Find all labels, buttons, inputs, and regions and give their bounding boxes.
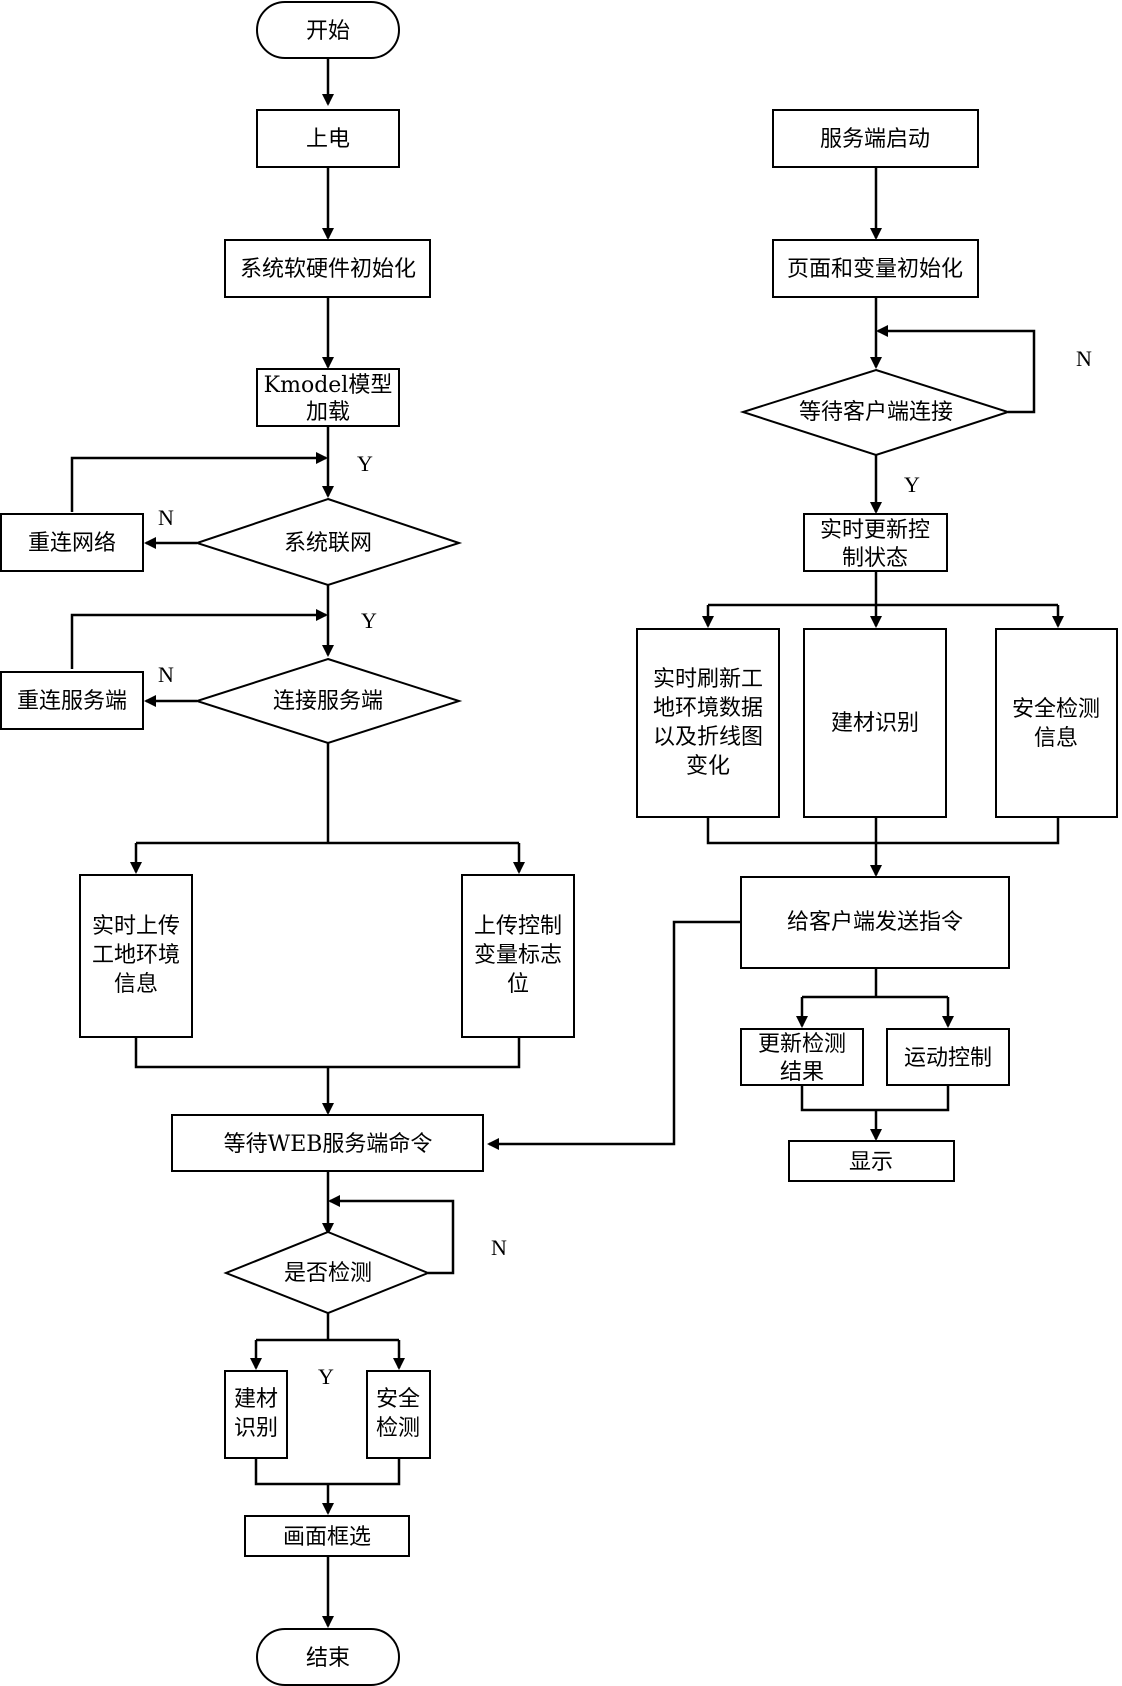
node-server-start: 服务端启动 — [772, 109, 979, 168]
node-refresh-env-data-line1: 实时刷新工 — [653, 667, 763, 692]
node-page-var-init-label: 页面和变量初始化 — [787, 257, 963, 282]
node-page-var-init: 页面和变量初始化 — [772, 239, 979, 298]
node-send-command-label: 给客户端发送指令 — [787, 910, 963, 935]
node-init-hw-sw: 系统软硬件初始化 — [224, 239, 431, 298]
node-wait-web-command-label: 等待WEB服务端命令 — [224, 1132, 433, 1157]
node-upload-control-flags-line1: 上传控制 — [474, 914, 562, 939]
node-reconnect-network: 重连网络 — [0, 513, 144, 572]
right-connectors — [487, 168, 1064, 1150]
node-upload-env-info-line3: 信息 — [114, 972, 158, 997]
merge-bar-2 — [254, 1459, 401, 1486]
node-update-detection: 更新检测 结果 — [740, 1028, 864, 1086]
node-wait-web-command: 等待WEB服务端命令 — [171, 1114, 484, 1172]
node-safety-info-line1: 安全检测 — [1012, 697, 1100, 722]
merge-bar-1 — [134, 1038, 521, 1069]
node-connect-server: 连接服务端 — [193, 657, 463, 745]
node-reconnect-server-label: 重连服务端 — [17, 689, 127, 714]
label-server-no: N — [158, 662, 174, 687]
node-safety-detection-left-line1: 安全 — [376, 1387, 420, 1412]
node-upload-control-flags: 上传控制 变量标志 位 — [461, 874, 575, 1038]
node-refresh-env-data: 实时刷新工 地环境数据 以及折线图 变化 — [636, 628, 780, 818]
node-detect-check-label: 是否检测 — [284, 1261, 372, 1286]
node-update-detection-line1: 更新检测 — [758, 1032, 846, 1057]
node-material-recognition-left-line1: 建材 — [234, 1387, 278, 1412]
node-wait-client: 等待客户端连接 — [739, 368, 1012, 457]
node-upload-control-flags-line2: 变量标志 — [474, 943, 562, 968]
edge-send-to-wait-web — [487, 920, 741, 1150]
node-end: 结束 — [256, 1628, 400, 1686]
node-display-label: 显示 — [849, 1150, 893, 1175]
node-motion-control: 运动控制 — [886, 1028, 1010, 1086]
node-motion-control-label: 运动控制 — [904, 1046, 992, 1071]
node-material-recognition-left: 建材 识别 — [224, 1370, 288, 1459]
node-material-recognition-right-label: 建材识别 — [831, 711, 919, 736]
edge-reconnect-loop — [70, 452, 328, 512]
node-display: 显示 — [788, 1140, 955, 1182]
node-upload-control-flags-line3: 位 — [507, 972, 529, 997]
label-network-yes: Y — [361, 608, 377, 633]
node-power-on: 上电 — [256, 109, 400, 168]
node-update-detection-line2: 结果 — [780, 1060, 824, 1085]
label-detect-no: N — [491, 1235, 507, 1260]
merge-bar-3 — [706, 818, 1060, 845]
node-frame-selection: 画面框选 — [244, 1515, 410, 1557]
node-connect-server-label: 连接服务端 — [273, 689, 383, 714]
node-update-control-status-line2: 制状态 — [842, 546, 908, 571]
node-power-on-label: 上电 — [306, 127, 350, 152]
node-load-model: Kmodel模型 加载 — [256, 368, 400, 427]
node-detect-check: 是否检测 — [223, 1230, 431, 1315]
node-start-label: 开始 — [306, 19, 350, 44]
node-reconnect-network-label: 重连网络 — [28, 531, 116, 556]
node-load-model-line1: Kmodel模型 — [264, 373, 393, 398]
node-upload-env-info-line1: 实时上传 — [92, 914, 180, 939]
node-upload-env-info: 实时上传 工地环境 信息 — [79, 874, 193, 1038]
label-wait-client-no: N — [1076, 346, 1092, 371]
label-detect-yes: Y — [318, 1364, 334, 1389]
node-refresh-env-data-line4: 变化 — [686, 754, 730, 779]
left-connectors — [70, 57, 525, 1628]
node-safety-info: 安全检测 信息 — [995, 628, 1118, 818]
node-server-start-label: 服务端启动 — [820, 127, 930, 152]
merge-bar-4 — [800, 1085, 950, 1112]
branch-labels: Y N Y N N Y N Y — [158, 346, 1092, 1389]
label-wait-client-yes: Y — [904, 472, 920, 497]
node-material-recognition-right: 建材识别 — [803, 628, 947, 818]
edge-detect-no-loop — [328, 1195, 455, 1275]
node-safety-info-line2: 信息 — [1034, 726, 1078, 751]
node-safety-detection-left-line2: 检测 — [376, 1416, 420, 1441]
node-upload-env-info-line2: 工地环境 — [92, 943, 180, 968]
node-init-hw-sw-label: 系统软硬件初始化 — [240, 257, 416, 282]
node-update-control-status: 实时更新控 制状态 — [803, 513, 948, 572]
node-network-check: 系统联网 — [193, 497, 463, 587]
node-reconnect-server: 重连服务端 — [0, 671, 144, 730]
node-safety-detection-left: 安全 检测 — [366, 1370, 431, 1459]
label-network-no: N — [158, 505, 174, 530]
node-wait-client-label: 等待客户端连接 — [799, 400, 953, 425]
node-refresh-env-data-line3: 以及折线图 — [653, 725, 763, 750]
node-end-label: 结束 — [306, 1646, 350, 1671]
node-network-check-label: 系统联网 — [284, 531, 372, 556]
node-load-model-line2: 加载 — [306, 400, 350, 425]
edge-wait-client-no — [876, 325, 1036, 414]
node-refresh-env-data-line2: 地环境数据 — [653, 696, 763, 721]
node-update-control-status-line1: 实时更新控 — [820, 518, 930, 543]
node-start: 开始 — [256, 1, 400, 59]
label-model-yes: Y — [357, 451, 373, 476]
edge-reconnect-server-loop — [70, 609, 328, 669]
node-material-recognition-left-line2: 识别 — [234, 1416, 278, 1441]
node-send-command: 给客户端发送指令 — [740, 876, 1010, 969]
node-frame-selection-label: 画面框选 — [283, 1525, 371, 1550]
